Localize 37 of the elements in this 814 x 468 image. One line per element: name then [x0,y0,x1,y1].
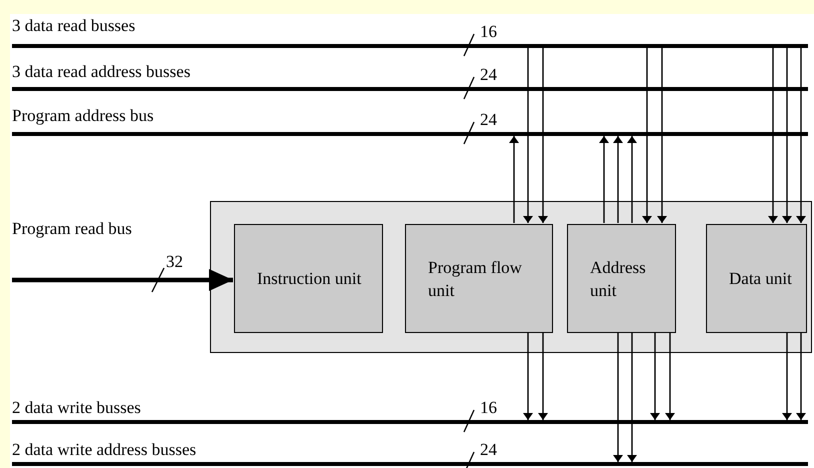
bus-label: 2 data write busses [12,398,141,418]
arrow [798,48,804,223]
bus-width-label: 16 [480,398,497,418]
arrow [540,48,546,223]
bus-label: 3 data read busses [12,16,136,36]
unit-box: Instruction unit [234,224,383,333]
unit-box: Data unit [706,224,807,333]
arrow [628,332,636,462]
bus-width-label: 24 [480,440,497,460]
bus-width-label: 24 [480,110,497,130]
arrow [666,332,674,420]
arrow [614,136,622,223]
bus-width-label: 16 [480,22,497,42]
bus-label: Program address bus [12,106,154,126]
bus-label: Program read bus [12,219,132,239]
arrow [784,48,790,223]
core-panel [210,201,812,353]
arrow [798,332,804,420]
arrow [540,332,546,420]
bus-width-label: 24 [480,65,497,85]
edge-label: 32 [166,252,183,272]
arrow [524,332,532,420]
arrow [510,136,518,223]
arrow [652,332,658,420]
bus-label: 3 data read address busses [12,62,190,82]
arrow [600,136,608,223]
arrow [628,136,636,223]
bus-label: 2 data write address busses [12,440,196,460]
arrow [12,269,233,291]
arrow [784,332,790,420]
arrow [524,48,532,223]
arrow [658,48,666,223]
arrow [770,48,776,223]
unit-box: Address unit [567,224,676,333]
arrow [614,332,622,462]
unit-box: Program flow unit [405,224,553,333]
arrow [644,48,650,223]
